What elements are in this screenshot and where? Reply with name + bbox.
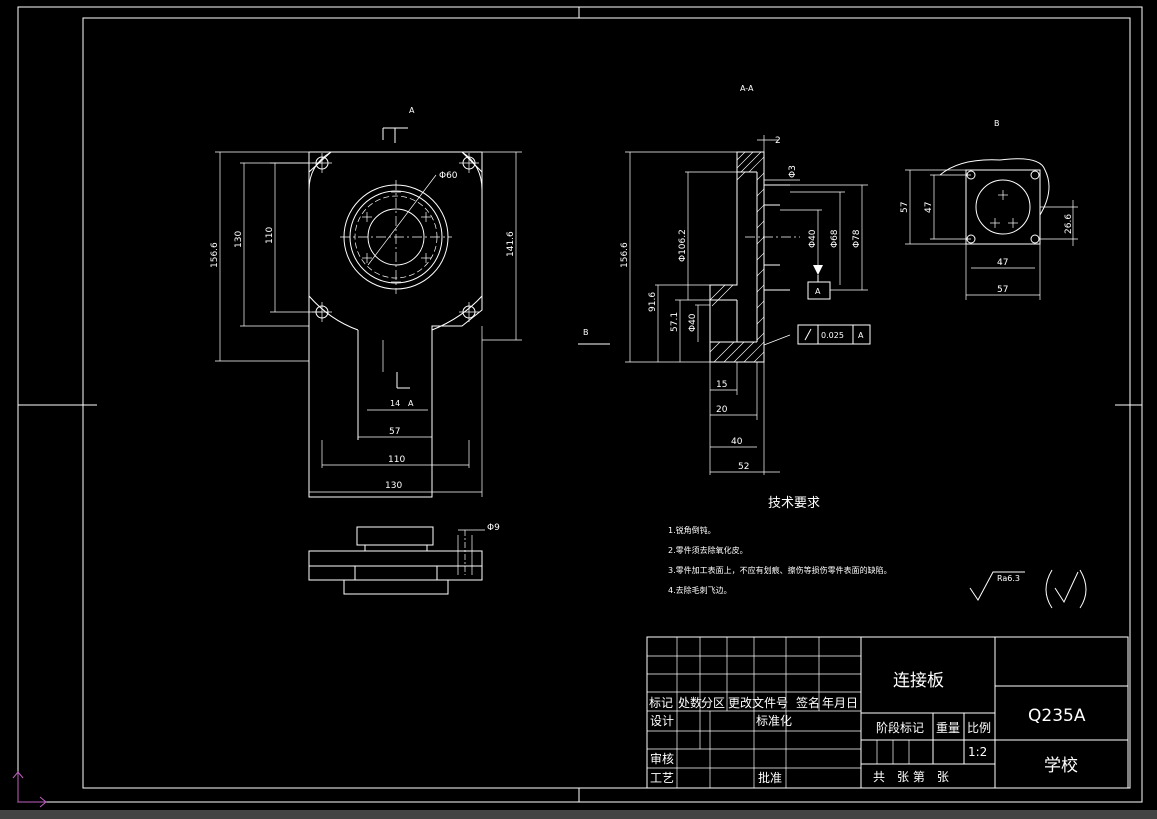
view-b-title: B [994, 119, 1000, 128]
tb-stage-mark: 阶段标记 [876, 720, 924, 735]
dim-phi9: Φ9 [487, 523, 500, 533]
dim-b-26-6: 26.6 [1064, 214, 1074, 234]
dim-b-57-h: 57 [997, 285, 1008, 295]
tb-scale-label: 比例 [967, 721, 991, 735]
tb-header-change-doc: 更改文件号 [728, 695, 788, 710]
dim-14: 14 [390, 399, 400, 408]
tb-part-name: 连接板 [893, 671, 944, 691]
dim-110-h: 110 [388, 455, 405, 465]
tb-header-date: 年月日 [822, 696, 858, 710]
tb-header-mark: 标记 [649, 696, 673, 710]
datum-a-front: A [408, 399, 414, 408]
title-block: 标记 处数 分区 更改文件号 签名 年月日 设计 标准化 审核 工艺 批准 连接… [646, 636, 1129, 789]
view-b: B 57 47 26.6 47 57 [900, 119, 1078, 300]
dim-141-6: 141.6 [506, 231, 516, 257]
tech-item-4: 4.去除毛刺飞边。 [668, 585, 732, 595]
dim-57-h: 57 [389, 427, 400, 437]
dim-130-h: 130 [385, 481, 402, 491]
ucs-icon [12, 771, 47, 808]
tb-design: 设计 [650, 714, 674, 728]
dim-sec-phi68: Φ68 [830, 229, 840, 248]
tolerance-datum: A [858, 331, 864, 340]
technical-requirements: 技术要求 1.锐角倒钝。 2.零件须去除氧化皮。 3.零件加工表面上，不应有划痕… [668, 496, 892, 595]
dim-sec-156-6: 156.6 [620, 242, 630, 268]
section-title-a-a: A-A [740, 84, 754, 93]
section-view-a-a: A-A [578, 84, 871, 475]
roughness-symbol: Ra6.3 [969, 569, 1087, 609]
roughness-value: Ra6.3 [997, 574, 1020, 583]
dim-phi60-front: Φ60 [439, 171, 458, 181]
tb-header-zone: 分区 [701, 696, 725, 710]
section-mark-a-top: A [409, 106, 415, 115]
tb-material: Q235A [1028, 706, 1086, 726]
dim-sec-phi78: Φ78 [852, 229, 862, 248]
dim-b-47-h: 47 [997, 258, 1008, 268]
tb-scale-value: 1:2 [968, 745, 987, 759]
dim-sec-15: 15 [716, 380, 727, 390]
bottom-view: Φ9 [308, 523, 500, 595]
tb-standardize: 标准化 [756, 714, 792, 728]
dim-sec-phi106: Φ106.2 [678, 229, 688, 262]
section-mark-b-left: B [583, 328, 589, 337]
dim-b-47-v: 47 [924, 202, 934, 213]
tech-item-1: 1.锐角倒钝。 [668, 525, 716, 535]
status-strip [0, 810, 1157, 819]
dim-130-v: 130 [234, 231, 244, 248]
tb-weight: 重量 [936, 721, 960, 735]
dim-sec-phi40: Φ40 [808, 229, 818, 248]
dim-sec-40: 40 [731, 437, 743, 447]
tb-review: 审核 [650, 751, 674, 766]
dim-sec-phi40b: Φ40 [688, 313, 698, 332]
drawing-frame [17, 6, 1143, 803]
front-view: A Φ60 156.6 130 110 141.6 14 A 57 110 13… [210, 106, 522, 498]
tb-school: 学校 [1044, 756, 1078, 776]
tb-process: 工艺 [650, 771, 674, 785]
dim-sec-91-6: 91.6 [648, 292, 658, 312]
tolerance-value: 0.025 [821, 331, 844, 340]
tech-item-3: 3.零件加工表面上，不应有划痕、擦伤等损伤零件表面的缺陷。 [668, 565, 892, 575]
dim-b-57-v: 57 [900, 202, 910, 213]
datum-a-box: A [815, 287, 821, 296]
dim-156-6: 156.6 [210, 242, 220, 268]
dim-sec-52: 52 [738, 462, 749, 472]
dim-sec-57-1: 57.1 [670, 312, 680, 332]
tb-sheets: 共 张 第 张 [873, 770, 949, 784]
tb-header-sign: 签名 [796, 695, 820, 710]
tech-title: 技术要求 [768, 496, 820, 511]
dim-sec-phi3: Φ3 [788, 165, 798, 178]
tb-header-count: 处数 [678, 695, 702, 710]
dim-sec-2: 2 [775, 136, 781, 146]
tech-item-2: 2.零件须去除氧化皮。 [668, 545, 748, 555]
dim-110-v: 110 [265, 227, 275, 244]
tb-approve: 批准 [758, 770, 782, 785]
dim-sec-20: 20 [716, 405, 728, 415]
